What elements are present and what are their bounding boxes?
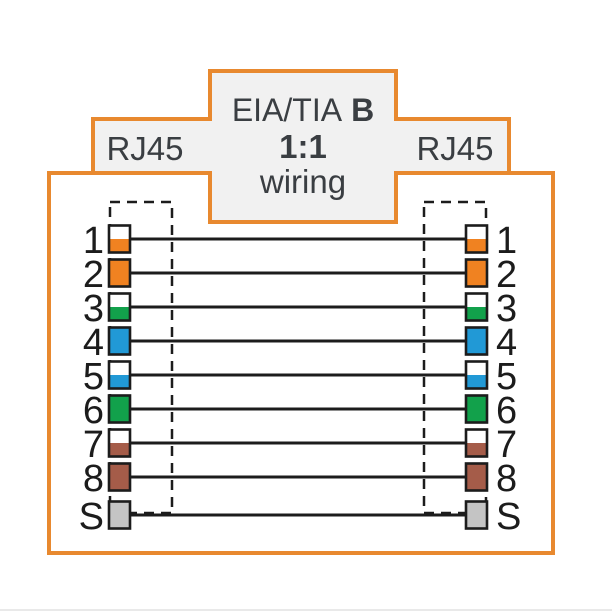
pin-right-1-stripe — [466, 239, 487, 253]
pin-number-left-5: 5 — [83, 356, 104, 398]
pin-left-3-outline — [107, 292, 132, 322]
left-connector-label: RJ45 — [106, 130, 183, 167]
pin-left-2-stripe — [109, 273, 130, 287]
pin-number-right-1: 1 — [496, 220, 517, 262]
pin-right-6-outline — [464, 394, 489, 424]
pin-number-left-4: 4 — [83, 322, 104, 364]
pin-number-left-7: 7 — [83, 424, 104, 466]
pin-number-right-S: S — [496, 496, 521, 538]
pin-left-2-outline — [107, 258, 132, 288]
pin-left-8-stripe — [109, 477, 130, 491]
pin-number-right-4: 4 — [496, 322, 517, 364]
pin-right-1-outline — [464, 224, 489, 254]
pin-number-right-8: 8 — [496, 458, 517, 500]
pin-right-2-stripe — [466, 273, 487, 287]
pin-left-6-stripe — [109, 409, 130, 423]
pin-number-right-2: 2 — [496, 254, 517, 296]
pin-right-8-outline — [464, 462, 489, 492]
pin-left-7-outline — [107, 428, 132, 458]
pin-left-4-stripe — [109, 341, 130, 355]
standard-title-regular: EIA/TIA — [232, 92, 343, 128]
pin-number-left-8: 8 — [83, 458, 104, 500]
pin-right-6-stripe — [466, 409, 487, 423]
pin-number-left-1: 1 — [83, 220, 104, 262]
pin-left-8-outline — [107, 462, 132, 492]
pin-left-3-stripe — [109, 307, 130, 321]
pin-left-1-stripe — [109, 239, 130, 253]
pin-left-4-outline — [107, 326, 132, 356]
pin-right-3-outline — [464, 292, 489, 322]
right-connector-label: RJ45 — [416, 130, 493, 167]
pin-right-S-outline — [464, 500, 489, 530]
pin-right-2-outline — [464, 258, 489, 288]
pin-number-right-7: 7 — [496, 424, 517, 466]
pin-right-7-stripe — [466, 443, 487, 457]
pin-number-left-S: S — [79, 496, 104, 538]
pin-left-7-stripe — [109, 443, 130, 457]
pin-number-right-5: 5 — [496, 356, 517, 398]
pin-right-4-stripe — [466, 341, 487, 355]
pin-right-S-stripe — [466, 515, 487, 529]
header-title-block — [91, 69, 511, 224]
pin-left-S-stripe — [109, 515, 130, 529]
pin-right-7-outline — [464, 428, 489, 458]
pin-left-S-outline — [107, 500, 132, 530]
pin-right-5-stripe — [466, 375, 487, 389]
pin-left-5-outline — [107, 360, 132, 390]
pin-left-6-outline — [107, 394, 132, 424]
pin-number-left-3: 3 — [83, 288, 104, 330]
pin-right-3-stripe — [466, 307, 487, 321]
wiring-subtitle: wiring — [259, 163, 346, 200]
pin-right-8-stripe — [466, 477, 487, 491]
pin-number-right-3: 3 — [496, 288, 517, 330]
standard-title-bold: B — [351, 92, 374, 128]
pin-right-4-outline — [464, 326, 489, 356]
wiring-ratio: 1:1 — [279, 128, 327, 165]
pin-number-left-6: 6 — [83, 390, 104, 432]
pin-right-5-outline — [464, 360, 489, 390]
pin-left-5-stripe — [109, 375, 130, 389]
pin-number-right-6: 6 — [496, 390, 517, 432]
pin-left-1-outline — [107, 224, 132, 254]
page-edge-line — [0, 609, 612, 611]
pin-number-left-2: 2 — [83, 254, 104, 296]
